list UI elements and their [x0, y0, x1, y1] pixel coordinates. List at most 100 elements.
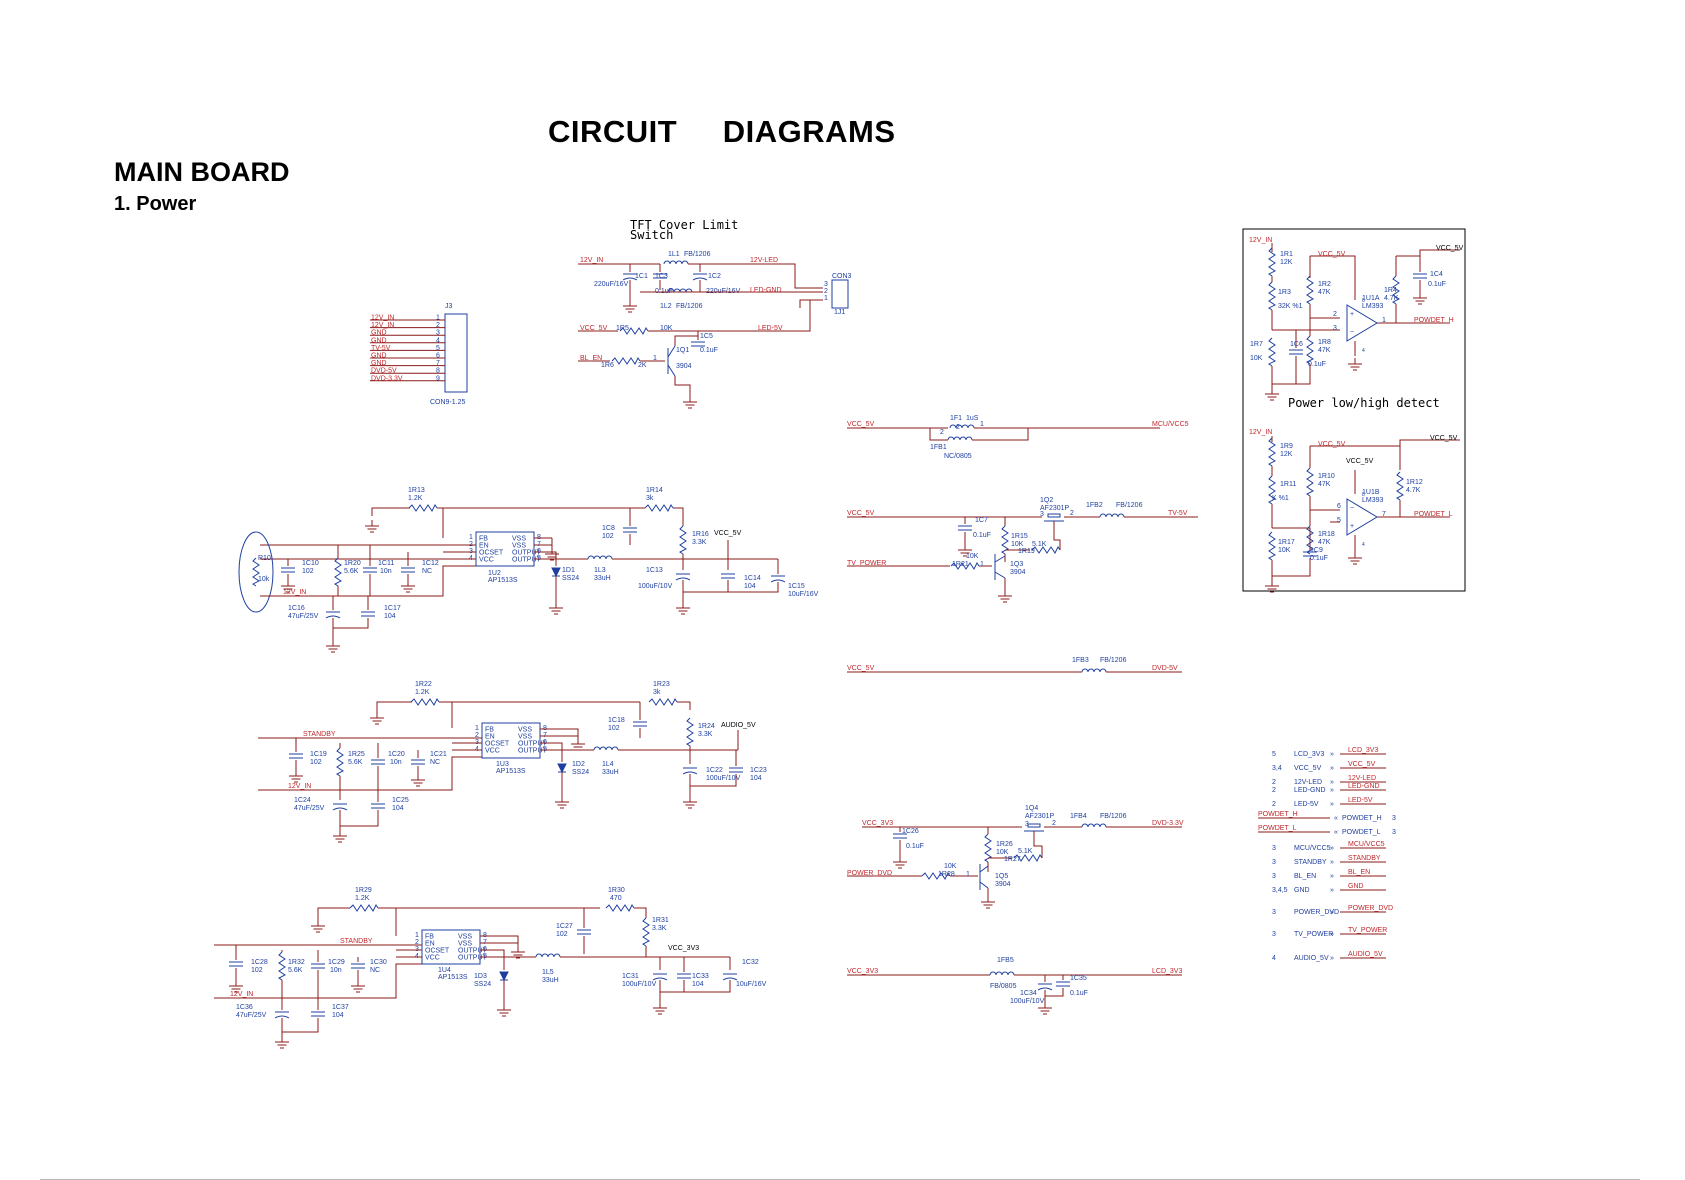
- port-name: TV_POWER: [1294, 931, 1333, 938]
- svg-text:1FB1: 1FB1: [930, 444, 947, 451]
- j3-ref: J3: [445, 303, 453, 310]
- svg-text:VCC_5V: VCC_5V: [1430, 435, 1458, 442]
- chip-pin-label: OUTPUT: [512, 557, 542, 564]
- svg-text:1R3: 1R3: [1278, 289, 1291, 296]
- svg-text:102: 102: [602, 533, 614, 540]
- chip-pin-label: VCC: [485, 748, 500, 755]
- svg-text:1R13: 1R13: [408, 487, 425, 494]
- svg-text:LCD_3V3: LCD_3V3: [1152, 968, 1182, 975]
- svg-text:10K: 10K: [660, 325, 673, 332]
- chip-pin-label: FB: [425, 934, 434, 941]
- chip-pin-number: 2: [475, 732, 479, 739]
- svg-text:5.1K: 5.1K: [1032, 541, 1047, 548]
- svg-text:1U1A: 1U1A: [1362, 295, 1380, 302]
- svg-text:+: +: [1350, 523, 1354, 530]
- chip-pin-label: EN: [485, 734, 495, 741]
- svg-text:0.1uF: 0.1uF: [1428, 281, 1446, 288]
- svg-text:102: 102: [302, 568, 314, 575]
- svg-text:1R11: 1R11: [1280, 481, 1296, 488]
- svg-text:10n: 10n: [380, 568, 392, 575]
- svg-text:104: 104: [384, 613, 396, 620]
- svg-text:1C24: 1C24: [294, 797, 311, 804]
- port-arrow-icon: »: [1330, 859, 1334, 866]
- svg-text:AF2301P: AF2301P: [1040, 505, 1070, 512]
- port-net: POWDET_H: [1342, 815, 1382, 822]
- svg-text:FB/1206: FB/1206: [684, 251, 711, 258]
- svg-text:12V_IN: 12V_IN: [230, 991, 253, 998]
- svg-text:1FB2: 1FB2: [1086, 502, 1103, 509]
- svg-text:104: 104: [750, 775, 762, 782]
- port-number: 3: [1272, 909, 1276, 916]
- port-arrow-icon: »: [1330, 887, 1334, 894]
- j3-pin-name: GND: [371, 353, 387, 360]
- svg-text:1uS: 1uS: [966, 415, 979, 422]
- port-net: VCC_5V: [1348, 761, 1376, 768]
- svg-text:1: 1: [980, 421, 984, 428]
- svg-text:4.7K: 4.7K: [1406, 487, 1421, 494]
- chip-u3: [481, 722, 541, 759]
- svg-text:3: 3: [1025, 821, 1029, 828]
- svg-text:33uH: 33uH: [594, 575, 611, 582]
- svg-text:VCC_5V: VCC_5V: [847, 421, 875, 428]
- svg-text:0.1uF: 0.1uF: [1310, 555, 1328, 562]
- svg-text:1R18: 1R18: [1318, 531, 1335, 538]
- svg-text:LED-5V: LED-5V: [758, 325, 783, 332]
- port-name: POWDET_L: [1258, 825, 1297, 832]
- chip-pin-label: VSS: [512, 536, 526, 543]
- svg-text:AP1513S: AP1513S: [488, 577, 518, 584]
- port-number: 2: [1272, 779, 1276, 786]
- svg-text:1FB4: 1FB4: [1070, 813, 1087, 820]
- svg-text:FB/1206: FB/1206: [1100, 657, 1127, 664]
- svg-text:3: 3: [824, 281, 828, 288]
- svg-text:VCC_5V: VCC_5V: [714, 530, 742, 537]
- port-number: 3: [1272, 873, 1276, 880]
- svg-text:1R12: 1R12: [1406, 479, 1423, 486]
- svg-text:8: 8: [1362, 298, 1365, 304]
- svg-text:K %1: K %1: [1272, 495, 1289, 502]
- svg-text:1R5: 1R5: [616, 325, 629, 332]
- svg-text:1: 1: [980, 561, 984, 568]
- chip-pin-number: 2: [415, 939, 419, 946]
- svg-text:1C23: 1C23: [750, 767, 767, 774]
- svg-text:10K: 10K: [966, 553, 979, 560]
- svg-text:1C29: 1C29: [328, 959, 345, 966]
- svg-text:1R24: 1R24: [698, 723, 715, 730]
- svg-text:10K: 10K: [1011, 541, 1024, 548]
- chip-pin-label: OUTPUT: [458, 955, 488, 962]
- svg-text:4: 4: [1362, 542, 1365, 548]
- svg-text:3k: 3k: [653, 689, 661, 696]
- svg-text:12K: 12K: [1280, 259, 1293, 266]
- svg-text:1R14: 1R14: [646, 487, 663, 494]
- svg-text:1C25: 1C25: [392, 797, 409, 804]
- j3-pin-name: GND: [371, 337, 387, 344]
- j3-part: CON9-1.25: [430, 399, 466, 406]
- svg-text:1R25: 1R25: [348, 751, 365, 758]
- svg-text:1R30: 1R30: [608, 887, 625, 894]
- svg-text:VCC_5V: VCC_5V: [580, 325, 608, 332]
- port-arrow-icon: «: [1334, 815, 1338, 822]
- svg-text:0.1uF: 0.1uF: [700, 347, 718, 354]
- chip-pin-label: OUTPUT: [512, 550, 542, 557]
- svg-text:33uH: 33uH: [602, 769, 619, 776]
- svg-text:10K: 10K: [996, 849, 1009, 856]
- port-number: 4: [1272, 955, 1276, 962]
- svg-text:NC: NC: [430, 759, 440, 766]
- section-title: 1. Power: [114, 193, 197, 215]
- svg-text:1R22: 1R22: [415, 681, 432, 688]
- svg-text:3.3K: 3.3K: [692, 539, 707, 546]
- svg-text:VCC_3V3: VCC_3V3: [847, 968, 878, 975]
- lcd33-line: VCC_3V3 1FB5 FB/0805 LCD_3V3 1C34100uF/1…: [847, 957, 1182, 1015]
- svg-text:1C15: 1C15: [788, 583, 805, 590]
- svg-text:1L2: 1L2: [660, 303, 672, 310]
- svg-text:10K: 10K: [1250, 355, 1263, 362]
- page-title: CIRCUIT DIAGRAMS: [548, 114, 896, 149]
- svg-text:DVD-5V: DVD-5V: [1152, 665, 1178, 672]
- svg-text:1R20: 1R20: [344, 560, 361, 567]
- svg-text:FB/1206: FB/1206: [1100, 813, 1127, 820]
- svg-text:1R28: 1R28: [938, 871, 955, 878]
- j3-pin-number: 4: [436, 337, 440, 344]
- chip-pin-label: FB: [479, 536, 488, 543]
